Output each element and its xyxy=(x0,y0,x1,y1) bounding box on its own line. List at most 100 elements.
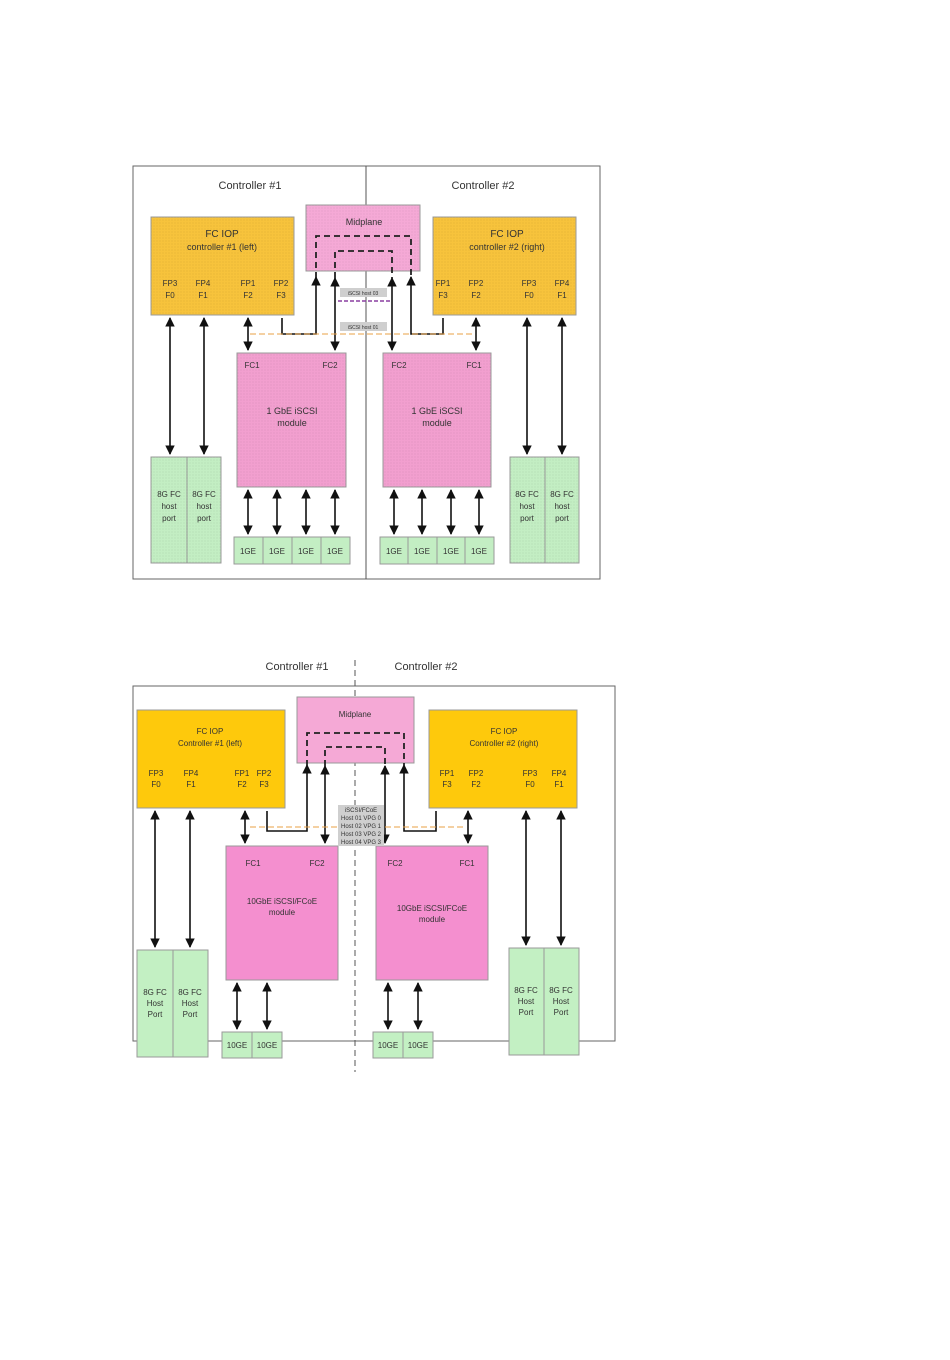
iop-left-port-fp: FP4 xyxy=(196,279,211,288)
host-port-label: port xyxy=(520,514,535,523)
host-port-label: Port xyxy=(148,1010,163,1019)
vpg-legend-box xyxy=(338,805,384,846)
ge-port xyxy=(320,536,351,565)
host-port-label: port xyxy=(162,514,177,523)
ge-port-label: 1GE xyxy=(269,547,285,556)
connection-arrows-2 xyxy=(150,764,566,1030)
iscsi-host-tag xyxy=(340,322,387,331)
iop-left-port-fp: FP2 xyxy=(257,769,272,778)
host-port-label: port xyxy=(197,514,212,523)
iop-right-port-fp: FP2 xyxy=(469,769,484,778)
iop-left-port-fp: FP3 xyxy=(149,769,164,778)
iop-right-port-f: F0 xyxy=(525,780,535,789)
ge-port xyxy=(251,1031,283,1059)
ge-port-label: 10GE xyxy=(227,1041,247,1050)
iop-right-port-fp: FP1 xyxy=(440,769,455,778)
host-port xyxy=(543,947,580,1056)
module-left-line1: 10GbE iSCSI/FCoE xyxy=(247,897,317,906)
host-port-label: 8G FC xyxy=(515,490,539,499)
iop-left-subtitle: Controller #1 (left) xyxy=(178,739,242,748)
module-right-line1: 10GbE iSCSI/FCoE xyxy=(397,904,467,913)
iop-right-subtitle: controller #2 (right) xyxy=(469,242,545,252)
ge-port-label: 1GE xyxy=(386,547,402,556)
host-port xyxy=(508,947,545,1056)
iop-left-subtitle: controller #1 (left) xyxy=(187,242,257,252)
iscsi-host-tag-label: iSCSI host 01 xyxy=(348,325,379,331)
iop-left-port-f: F2 xyxy=(243,291,253,300)
ge-ports-2: 10GE 10GE 10GE 10GE xyxy=(221,1031,434,1059)
iop-left-port-fp: FP3 xyxy=(163,279,178,288)
ge-port-label: 1GE xyxy=(298,547,314,556)
host-port-label: Host xyxy=(182,999,199,1008)
host-port-group-right: 8G FC Host Port 8G FC Host Port xyxy=(508,947,580,1056)
module-left-line1: 1 GbE iSCSI xyxy=(266,406,317,416)
ge-port xyxy=(464,536,495,565)
iop-left-port-f: F3 xyxy=(276,291,286,300)
vpg-legend: iSCSI/FCoE Host 01 VPG 0 Host 02 VPG 1 H… xyxy=(338,805,384,846)
ge-port xyxy=(233,536,264,565)
host-port-label: host xyxy=(519,502,535,511)
fcoe-module-left xyxy=(225,845,339,981)
controller-2-label: Controller #2 xyxy=(395,661,458,673)
controller-1-label: Controller #1 xyxy=(219,180,282,192)
vpg-legend-line: Host 04 VPG 3 xyxy=(341,840,382,846)
iop-right-port-fp: FP3 xyxy=(522,279,537,288)
vpg-legend-line: Host 03 VPG 2 xyxy=(341,832,382,838)
host-port-label: host xyxy=(554,502,570,511)
ge-port-label: 10GE xyxy=(408,1041,428,1050)
host-port-label: 8G FC xyxy=(157,490,181,499)
controller-1-label: Controller #1 xyxy=(266,661,329,673)
module-left-line2: module xyxy=(269,908,296,917)
iop-right-port-f: F3 xyxy=(438,291,448,300)
diagram-1: Controller #1 Controller #2 Midplane FC … xyxy=(132,165,601,580)
iop-left-title: FC IOP xyxy=(205,229,239,240)
vpg-legend-line: iSCSI/FCoE xyxy=(345,808,377,814)
module-right-line2: module xyxy=(419,915,446,924)
host-port-label: 8G FC xyxy=(192,490,216,499)
iop-right-port-fp: FP1 xyxy=(436,279,451,288)
iop-right-port-f: F1 xyxy=(557,291,567,300)
ge-port-label: 1GE xyxy=(327,547,343,556)
module-right-fc1: FC1 xyxy=(466,361,482,370)
iop-right-port-fp: FP4 xyxy=(555,279,570,288)
iop-right-port-fp: FP4 xyxy=(552,769,567,778)
iop-left-title: FC IOP xyxy=(197,727,224,736)
ge-port-label: 1GE xyxy=(240,547,256,556)
host-port-label: 8G FC xyxy=(549,986,573,995)
host-port-label: 8G FC xyxy=(178,988,202,997)
iop-left-port-f: F0 xyxy=(151,780,161,789)
midplane-box xyxy=(296,696,415,764)
module-right-fc2: FC2 xyxy=(387,859,403,868)
iop-right-port-f: F2 xyxy=(471,780,481,789)
iop-left-port-f: F3 xyxy=(259,780,269,789)
module-left-fc1: FC1 xyxy=(244,361,260,370)
fcoe-module-right xyxy=(375,845,489,981)
iop-right-title: FC IOP xyxy=(491,727,518,736)
fc-iop-left xyxy=(136,709,286,809)
module-right-fc2: FC2 xyxy=(391,361,407,370)
module-left-fc1: FC1 xyxy=(245,859,261,868)
host-port-label: 8G FC xyxy=(143,988,167,997)
iop-right-port-fp: FP3 xyxy=(523,769,538,778)
iop-left-port-fp: FP4 xyxy=(184,769,199,778)
iscsi-host-tag-label: iSCSI host 03 xyxy=(348,291,379,297)
vpg-legend-line: Host 02 VPG 1 xyxy=(341,824,382,830)
ge-port-label: 1GE xyxy=(471,547,487,556)
ge-port-label: 10GE xyxy=(378,1041,398,1050)
midplane-label: Midplane xyxy=(339,710,372,719)
ge-ports-left: 1GE 1GE 1GE 1GE xyxy=(233,536,351,565)
ge-port xyxy=(407,536,438,565)
ge-port xyxy=(262,536,293,565)
iop-right-port-f: F0 xyxy=(524,291,534,300)
module-left-line2: module xyxy=(277,418,307,428)
host-port-label: 8G FC xyxy=(514,986,538,995)
ge-port xyxy=(291,536,322,565)
host-port-label: host xyxy=(161,502,177,511)
ge-port-label: 1GE xyxy=(443,547,459,556)
module-right-line1: 1 GbE iSCSI xyxy=(411,406,462,416)
controller-2-label: Controller #2 xyxy=(452,180,515,192)
host-port-group-left: 8G FC Host Port 8G FC Host Port xyxy=(136,949,209,1058)
midplane-paths-2 xyxy=(306,732,405,766)
module-right-fc1: FC1 xyxy=(459,859,475,868)
